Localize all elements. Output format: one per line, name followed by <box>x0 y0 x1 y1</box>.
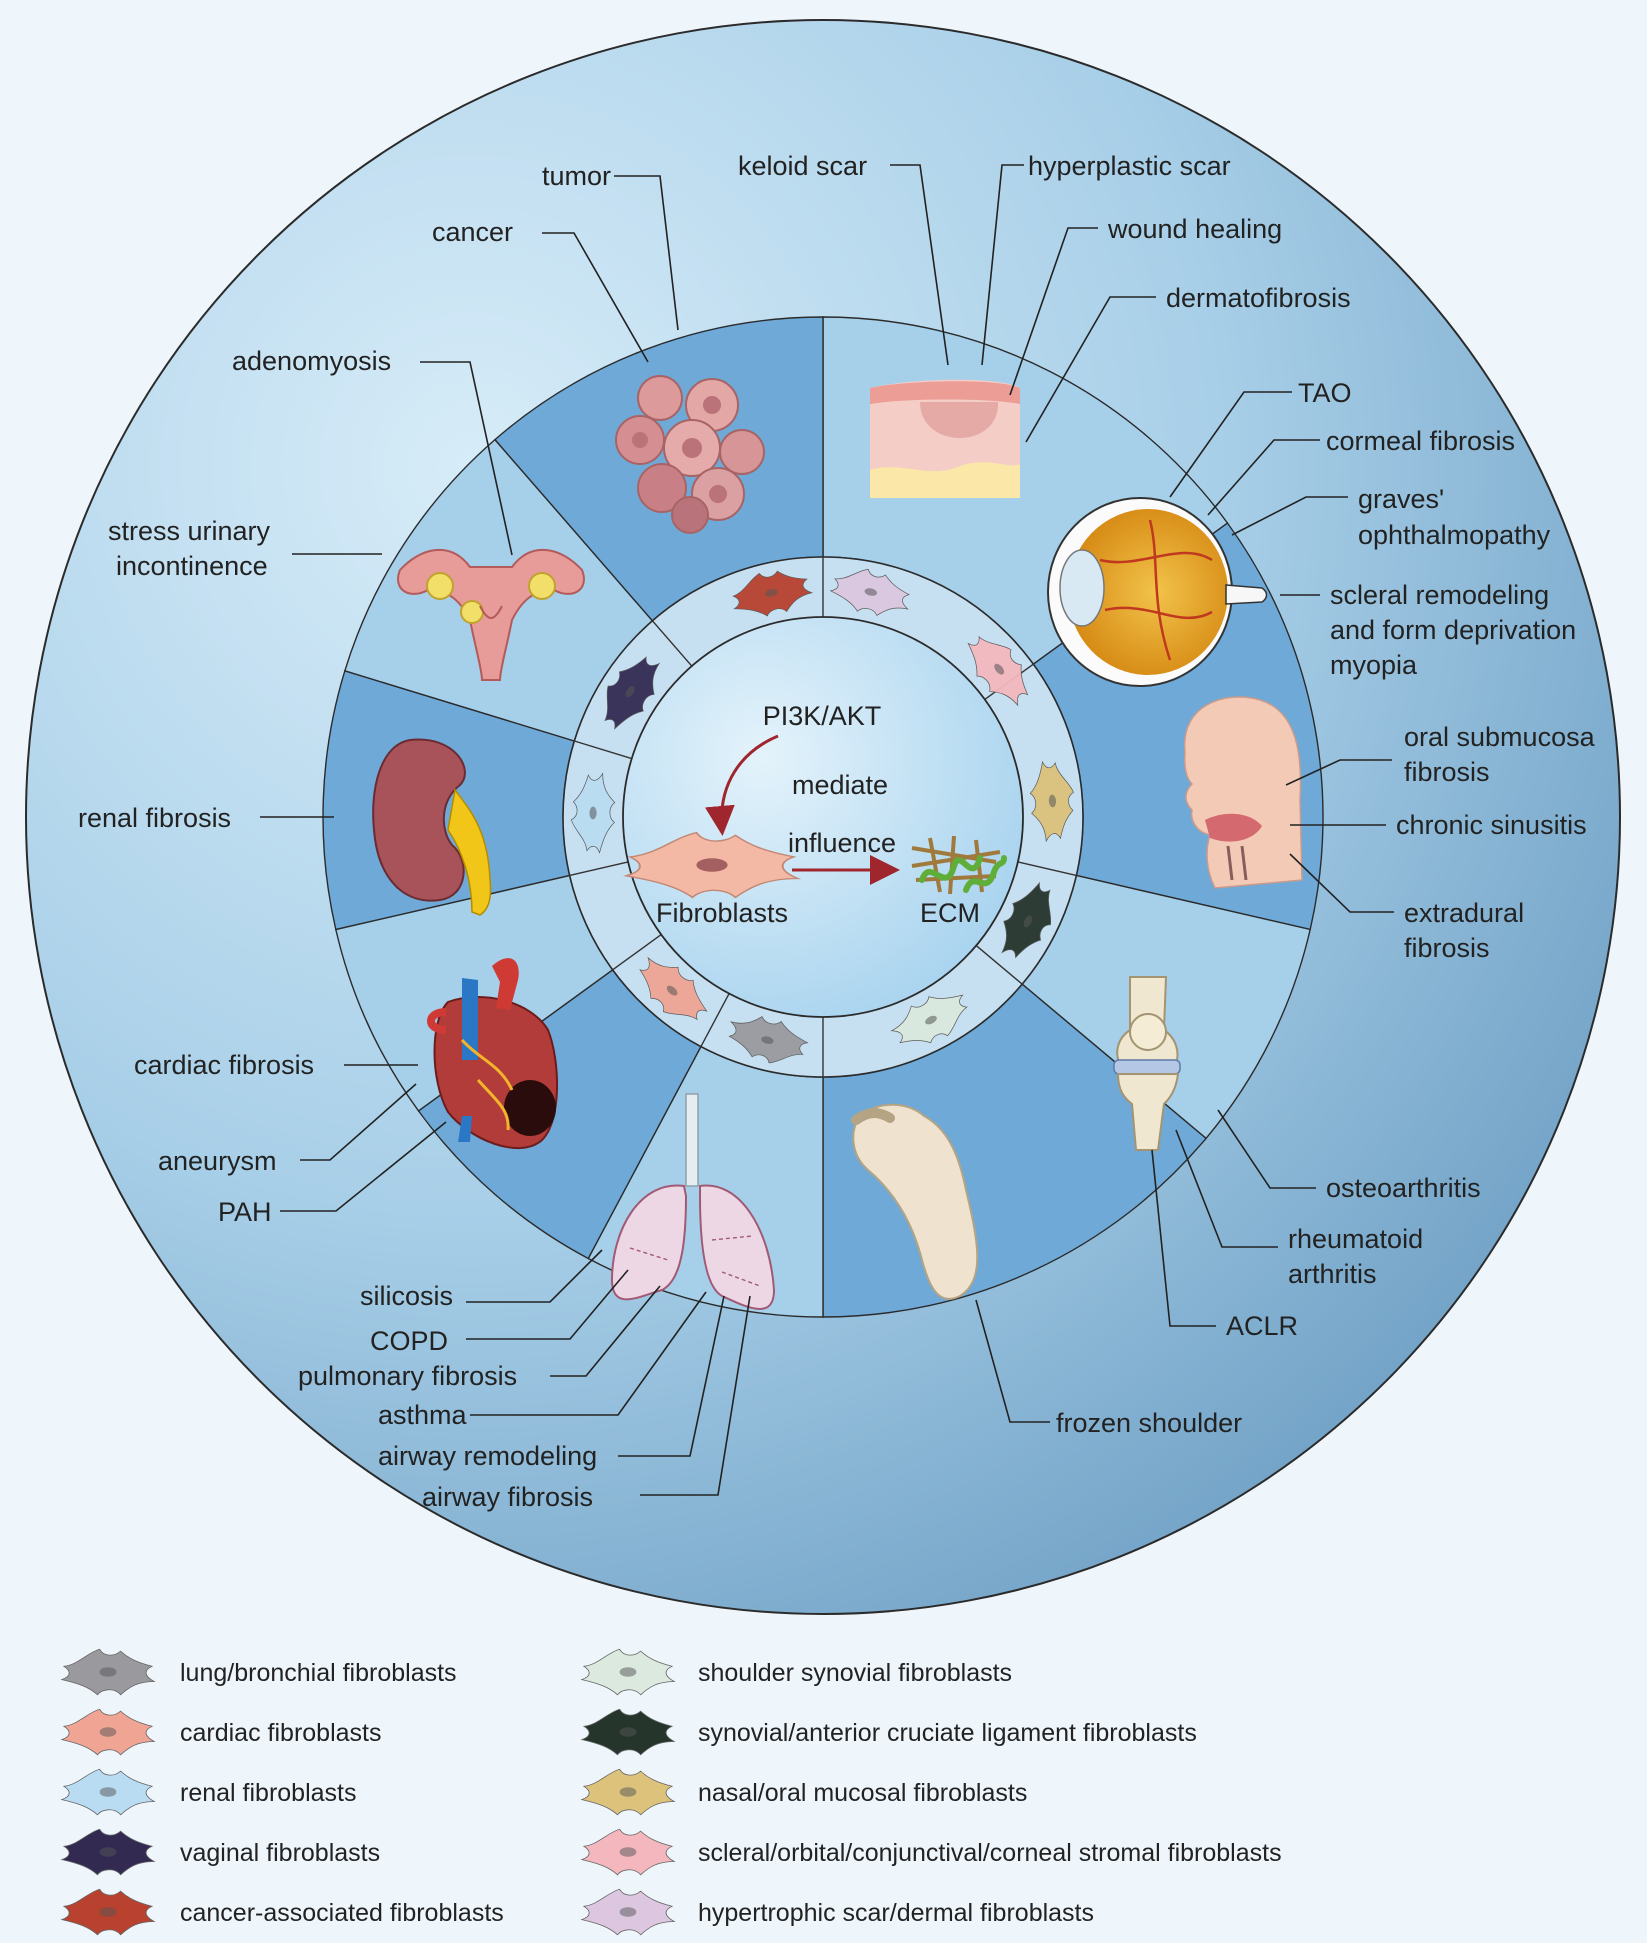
center-fibroblast-cell <box>625 831 799 899</box>
legend-label: cancer-associated fibroblasts <box>180 1899 504 1927</box>
label-oral-1: oral submucosa <box>1404 722 1596 752</box>
legend-swatch <box>581 1888 675 1936</box>
inner-circle <box>622 616 1024 1018</box>
ring-divider <box>975 945 1023 985</box>
label-pah: PAH <box>218 1197 272 1227</box>
head-sinus-illustration <box>1184 696 1303 889</box>
legend-swatch <box>581 1648 675 1696</box>
knee-illustration <box>1113 976 1181 1151</box>
label-hyperplastic-scar: hyperplastic scar <box>1028 151 1231 181</box>
legend-swatch <box>61 1768 155 1816</box>
label-cardiac-fibrosis: cardiac fibrosis <box>134 1050 314 1080</box>
label-cancer: cancer <box>432 217 513 247</box>
label-osteoarthritis: osteoarthritis <box>1326 1173 1481 1203</box>
label-rheumatoid-1: rheumatoid <box>1288 1224 1423 1254</box>
label-keloid-scar: keloid scar <box>738 151 867 181</box>
label-asthma: asthma <box>378 1400 468 1430</box>
legend-label: nasal/oral mucosal fibroblasts <box>698 1779 1027 1807</box>
fibroblast-ring-cells <box>570 562 1078 1072</box>
legend-label: shoulder synovial fibroblasts <box>698 1659 1012 1687</box>
heart-illustration <box>427 958 559 1150</box>
legend-swatch <box>61 1708 155 1756</box>
legend-swatch <box>581 1768 675 1816</box>
label-stress-2: incontinence <box>116 551 268 581</box>
label-silicosis: silicosis <box>360 1281 453 1311</box>
ring-fibroblast-cell <box>723 1009 812 1072</box>
kidney-illustration <box>372 738 492 916</box>
legend-label: cardiac fibroblasts <box>180 1719 381 1747</box>
legend-label: lung/bronchial fibroblasts <box>180 1659 457 1687</box>
shoulder-illustration <box>851 1103 979 1300</box>
label-cormeal-fibrosis: cormeal fibrosis <box>1326 426 1515 456</box>
label-scleral-1: scleral remodeling <box>1330 580 1549 610</box>
ecm-label: ECM <box>920 898 980 928</box>
pathway-label: PI3K/AKT <box>763 701 882 731</box>
label-dermatofibrosis: dermatofibrosis <box>1166 283 1351 313</box>
legend: lung/bronchial fibroblasts cardiac fibrob… <box>61 1648 1282 1936</box>
ring-fibroblast-cell <box>885 981 977 1059</box>
ring-fibroblast-cell <box>956 624 1042 714</box>
label-aclr: ACLR <box>1226 1311 1298 1341</box>
legend-label: renal fibroblasts <box>180 1779 356 1807</box>
legend-swatch <box>61 1828 155 1876</box>
legend-swatch <box>581 1828 675 1876</box>
mediate-label: mediate <box>792 770 888 800</box>
ring-fibroblast-cell <box>827 562 915 622</box>
uterus-illustration <box>397 549 585 681</box>
label-adenomyosis: adenomyosis <box>232 346 391 376</box>
tumor-illustration <box>615 375 765 534</box>
label-stress-1: stress urinary <box>108 516 271 546</box>
fibroblast-ring-dividers <box>569 557 1077 1077</box>
label-frozen-shoulder: frozen shoulder <box>1056 1408 1242 1438</box>
ring-fibroblast-cell <box>1027 759 1078 843</box>
legend-label: synovial/anterior cruciate ligament fibr… <box>698 1719 1197 1747</box>
label-rheumatoid-2: arthritis <box>1288 1259 1377 1289</box>
legend-label: hypertrophic scar/dermal fibroblasts <box>698 1899 1094 1927</box>
ring-fibroblast-cell <box>589 646 671 738</box>
ring-fibroblast-cell <box>570 772 616 854</box>
legend-swatch <box>61 1648 155 1696</box>
legend-label: scleral/orbital/conjunctival/corneal str… <box>698 1839 1282 1867</box>
label-copd: COPD <box>370 1326 448 1356</box>
legend-label: vaginal fibroblasts <box>180 1839 380 1867</box>
ring-divider <box>569 861 629 877</box>
label-pulmonary-fibrosis: pulmonary fibrosis <box>298 1361 517 1391</box>
label-airway-remodeling: airway remodeling <box>378 1441 597 1471</box>
label-airway-fibrosis: airway fibrosis <box>422 1482 593 1512</box>
eye-illustration <box>1047 497 1268 687</box>
ecm-helix <box>919 855 1007 893</box>
fibroblasts-label: Fibroblasts <box>656 898 788 928</box>
label-scleral-3: myopia <box>1330 650 1418 680</box>
influence-label: influence <box>788 828 896 858</box>
ring-divider <box>612 933 662 971</box>
legend-swatch <box>61 1888 155 1936</box>
label-renal-fibrosis: renal fibrosis <box>78 803 231 833</box>
ring-fibroblast-cell <box>727 562 816 624</box>
ring-fibroblast-cell <box>627 947 717 1034</box>
leader-lines <box>260 164 1394 1496</box>
label-tumor: tumor <box>542 161 611 191</box>
ring-divider <box>1017 861 1077 877</box>
label-oral-2: fibrosis <box>1404 757 1490 787</box>
label-tao: TAO <box>1298 378 1352 408</box>
legend-swatch <box>581 1708 675 1756</box>
label-chronic-sinusitis: chronic sinusitis <box>1396 810 1587 840</box>
ring-divider <box>651 620 693 667</box>
label-graves-2: ophthalmopathy <box>1358 520 1551 550</box>
label-aneurysm: aneurysm <box>158 1146 277 1176</box>
label-extradural-1: extradural <box>1404 898 1524 928</box>
ring-divider <box>700 993 730 1047</box>
label-graves-1: graves' <box>1358 484 1444 514</box>
label-extradural-2: fibrosis <box>1404 933 1490 963</box>
label-wound-healing: wound healing <box>1107 214 1282 244</box>
ring-fibroblast-cell <box>990 875 1066 967</box>
disease-labels: tumor cancer keloid scar hyperplastic sc… <box>78 151 1596 1512</box>
mediate-arrow <box>704 734 779 836</box>
skin-scar-illustration <box>870 379 1020 498</box>
label-scleral-2: and form deprivation <box>1330 615 1576 645</box>
ring-divider <box>574 740 632 760</box>
lungs-illustration <box>610 1093 776 1310</box>
